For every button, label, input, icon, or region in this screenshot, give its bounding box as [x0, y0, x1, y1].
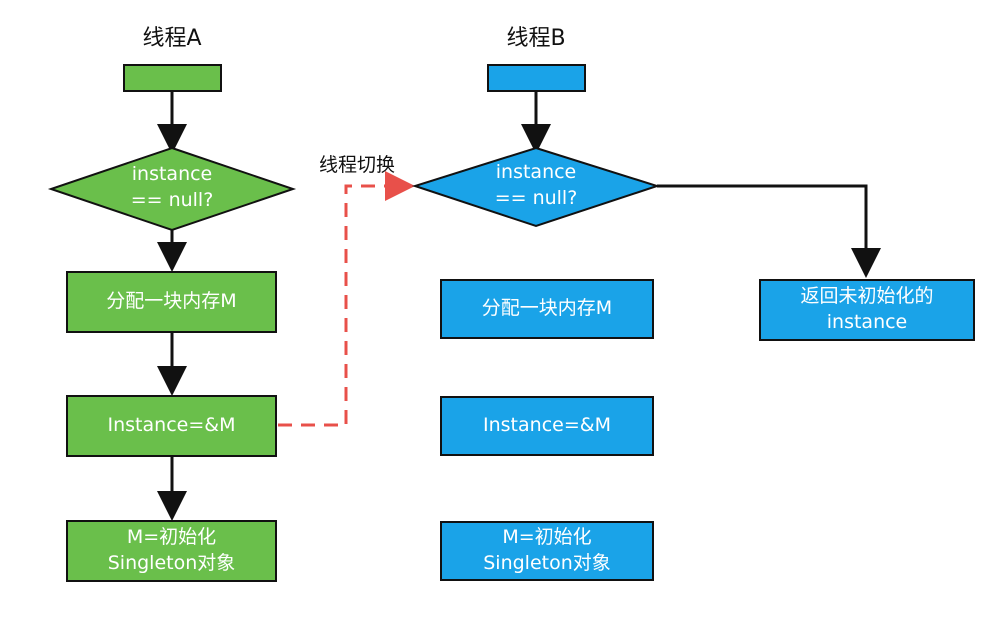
thread-a-title: 线程A	[142, 26, 202, 51]
thread-b-start-bar	[487, 64, 586, 92]
thread-b-decision-line2: == null?	[494, 186, 578, 209]
thread-b-decision-line1: instance	[495, 161, 577, 183]
thread-b-decision-text: instance == null?	[466, 160, 606, 211]
thread-b-decision-diamond	[411, 146, 661, 228]
thread-a-decision-text: instance == null?	[102, 162, 242, 213]
thread-a-decision-diamond	[47, 146, 297, 232]
thread-a-assign-box: Instance=&M	[66, 395, 277, 457]
thread-switch-arrow	[278, 171, 415, 427]
thread-b-init-line2: Singleton对象	[483, 552, 611, 574]
thread-a-init-line2: Singleton对象	[107, 552, 236, 574]
arrow-b-decision-to-return	[657, 184, 881, 278]
thread-b-init-box: M=初始化 Singleton对象	[440, 521, 654, 581]
thread-b-init-line1: M=初始化	[502, 526, 592, 549]
thread-a-decision-line1: instance	[131, 163, 213, 185]
thread-a-alloc-box: 分配一块内存M	[66, 271, 277, 333]
thread-b-title: 线程B	[506, 26, 566, 51]
thread-a-start-bar	[123, 64, 222, 92]
thread-b-return-box: 返回未初始化的 instance	[759, 279, 975, 341]
thread-switch-label: 线程切换	[318, 154, 395, 176]
thread-a-decision-line2: == null?	[130, 188, 214, 211]
thread-b-return-line1: 返回未初始化的	[800, 285, 934, 308]
thread-b-return-line2: instance	[826, 311, 908, 333]
thread-b-assign-box: Instance=&M	[440, 396, 654, 456]
thread-b-alloc-box: 分配一块内存M	[440, 279, 654, 339]
thread-a-init-box: M=初始化 Singleton对象	[66, 520, 277, 582]
thread-a-init-line1: M=初始化	[126, 526, 217, 549]
